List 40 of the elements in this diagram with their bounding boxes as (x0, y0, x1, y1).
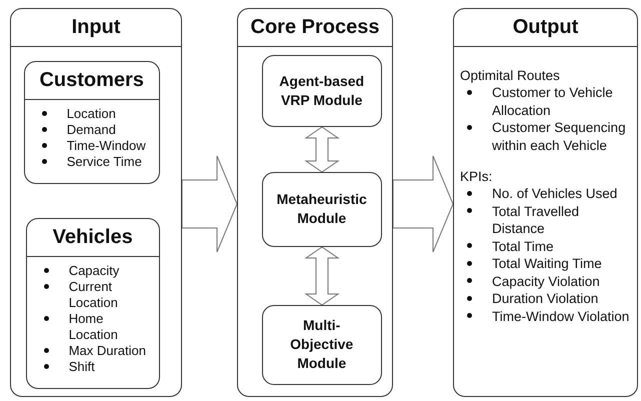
module-label: Agent-based VRP Module (278, 72, 366, 110)
panel (10, 8, 182, 397)
module-label: Metaheuristic Module (276, 190, 368, 228)
list-box (453, 8, 638, 397)
panel-heading: Output (454, 9, 637, 47)
module-box (262, 172, 382, 247)
list-item: Shift (68, 358, 95, 374)
list-box (24, 60, 160, 184)
list-item: Max Duration (68, 342, 146, 358)
list-item: Total Travelled Distance (492, 204, 580, 236)
panel-heading: Vehicles (26, 218, 159, 257)
list-item: Capacity (68, 262, 120, 278)
panel-heading: Customers (24, 62, 159, 100)
list-item: Home Location (68, 310, 118, 342)
list-item: Time-Window (66, 138, 146, 153)
block-arrow (182, 156, 238, 252)
list-item: Capacity Violation (492, 274, 600, 288)
list-item: Location (66, 106, 116, 121)
list-item: Duration Violation (492, 291, 598, 306)
list-box (26, 218, 160, 389)
list-heading: KPIs: (460, 168, 494, 185)
module-box (262, 54, 382, 127)
list-item: Customer to Vehicle Allocation (492, 85, 613, 118)
list-heading: Optimital Routes (460, 67, 561, 84)
panel-heading: Input (11, 9, 181, 47)
list-item: Total Waiting Time (492, 256, 602, 271)
block-arrow (392, 156, 454, 252)
list-item: Demand (66, 122, 116, 137)
block-arrow (304, 126, 340, 173)
list-item: Service Time (66, 154, 142, 169)
panel (237, 8, 393, 397)
list-item: Current Location (68, 278, 118, 310)
list-item: No. of Vehicles Used (492, 186, 618, 201)
module-label: Multi-Objective Module (289, 316, 354, 374)
list-item: Customer Sequencing within each Vehicle (492, 120, 626, 152)
list-item: Total Time (492, 238, 554, 254)
list-item: Time-Window Violation (492, 308, 630, 324)
module-box (262, 304, 382, 385)
block-arrow (304, 246, 340, 306)
panel-heading: Core Process (238, 9, 392, 47)
